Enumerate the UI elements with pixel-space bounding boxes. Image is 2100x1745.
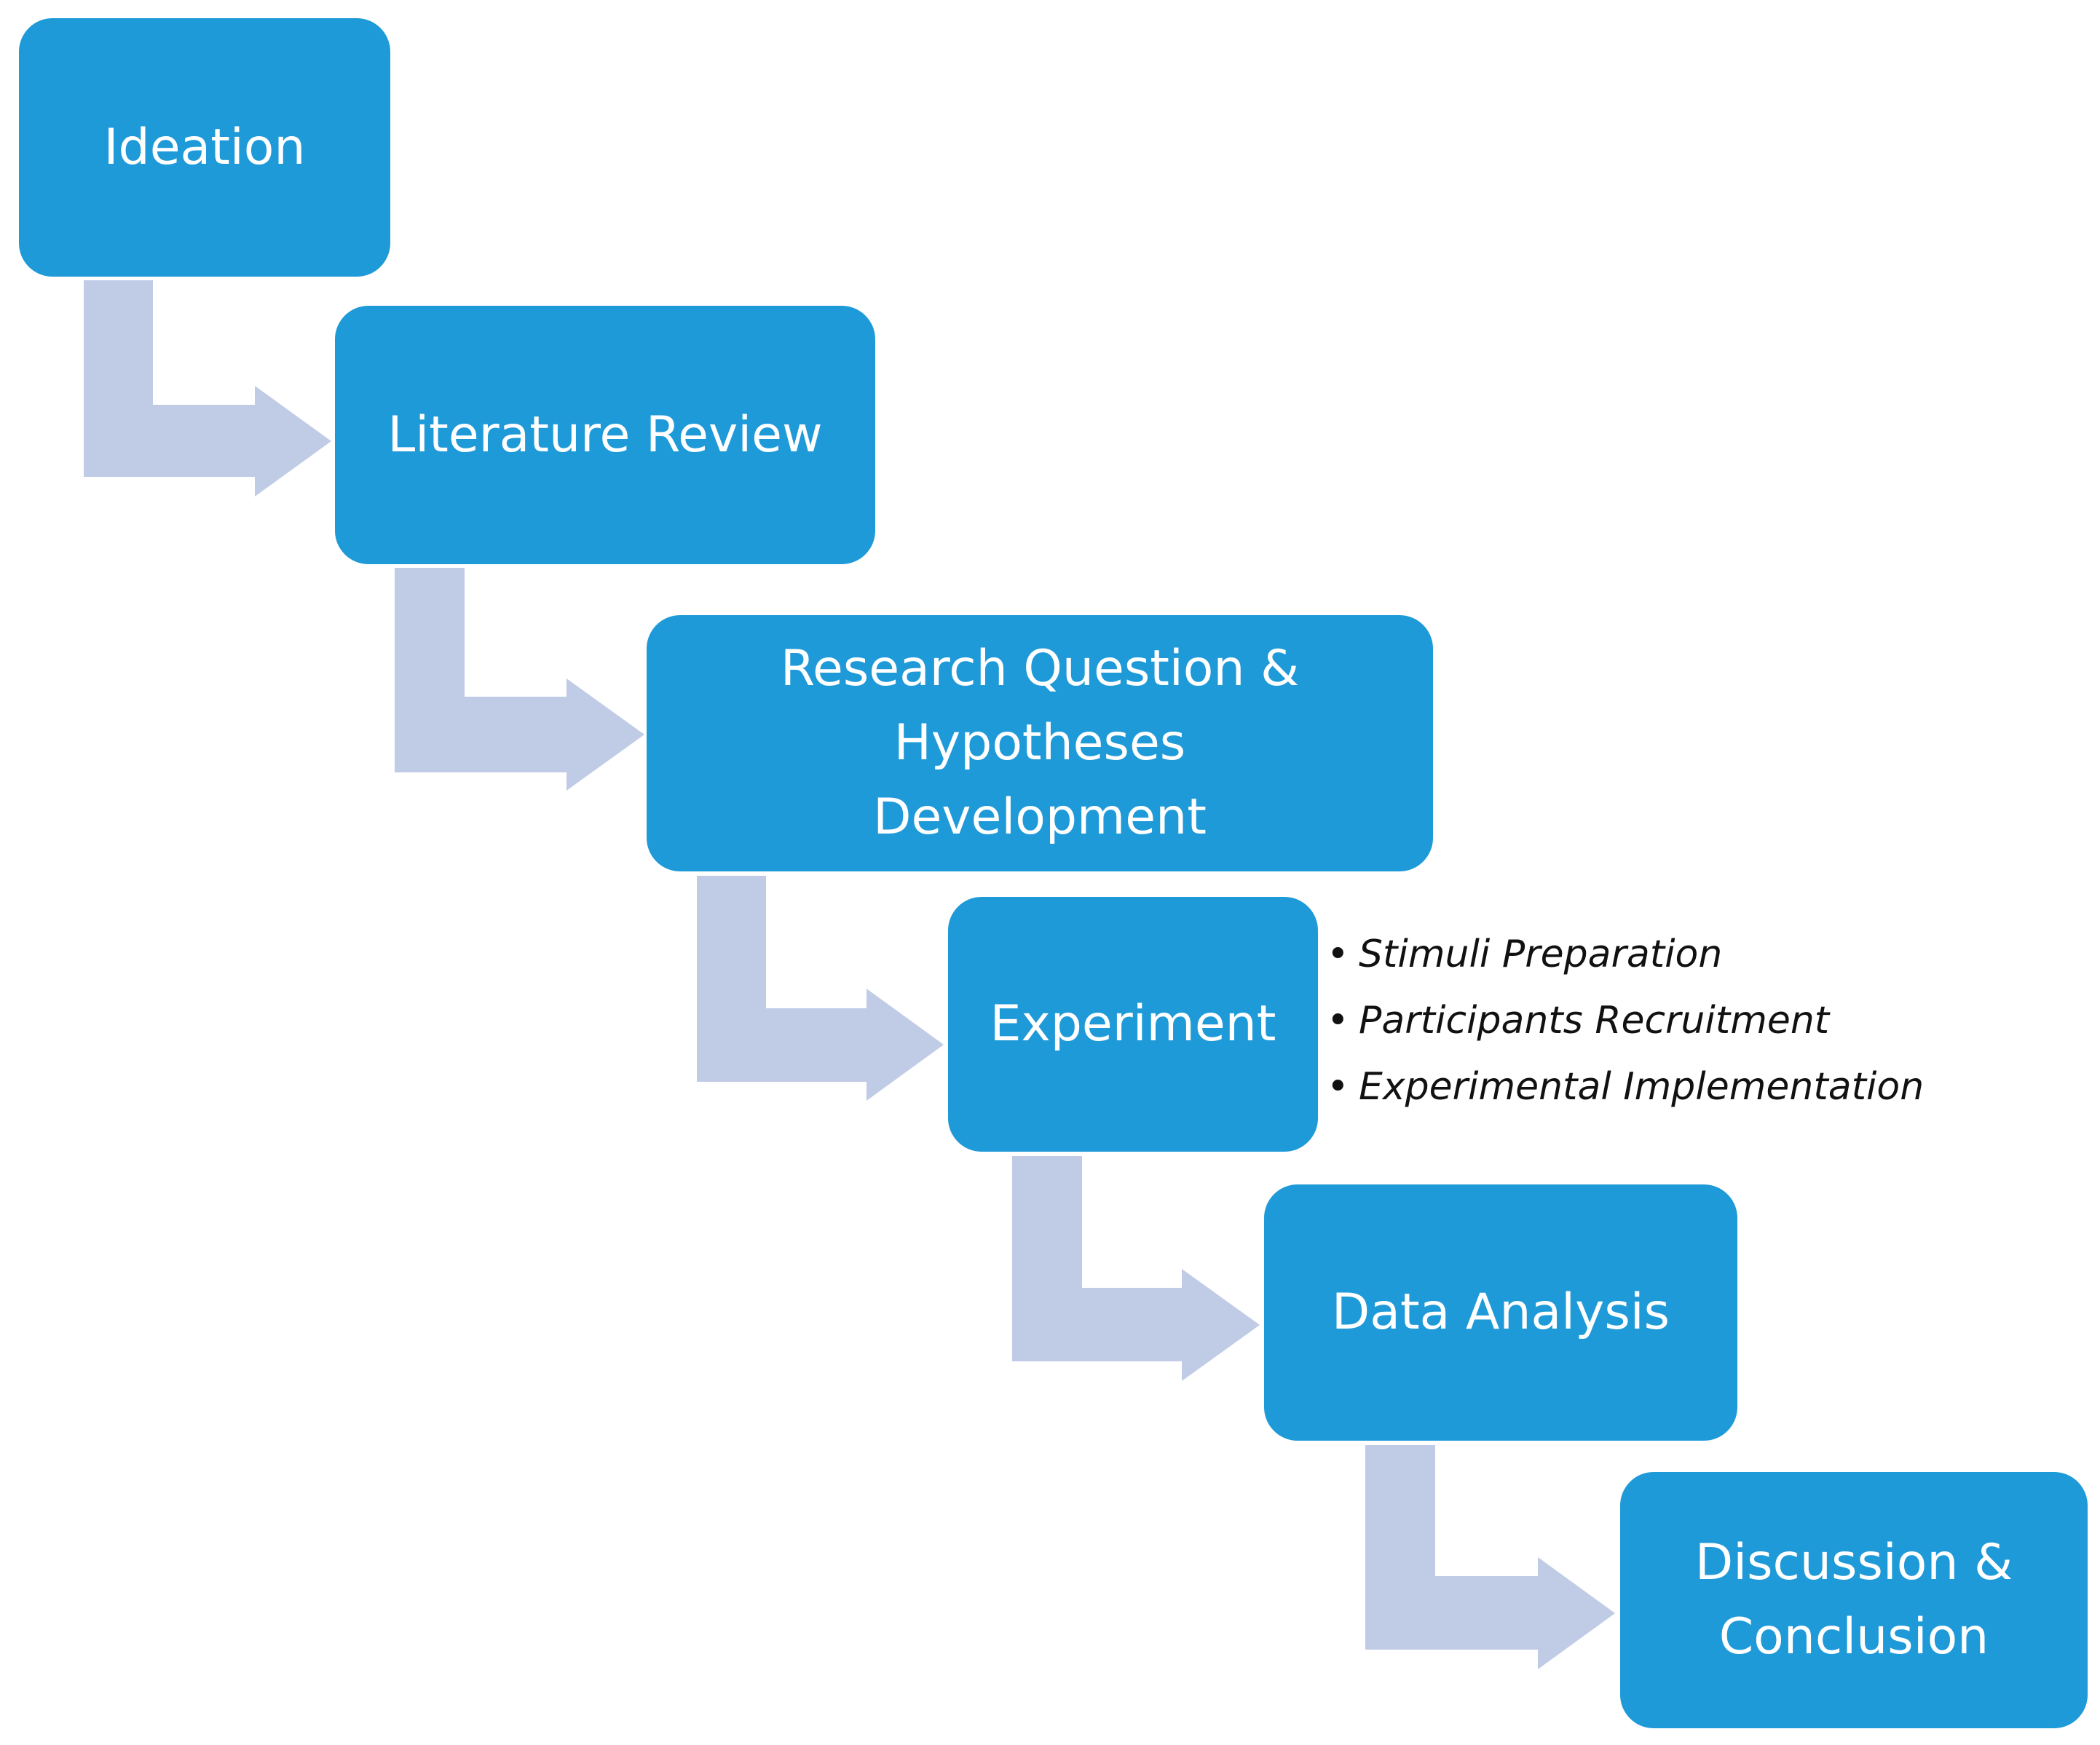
arrow-literature-review-to-research-question [395,568,644,791]
step-ideation: Ideation [19,18,390,277]
step-research-question: Research Question & Hypotheses Developme… [647,615,1433,871]
step-discussion-conclusion: Discussion & Conclusion [1620,1472,2088,1728]
step-data-analysis-label: Data Analysis [1331,1283,1670,1341]
step-discussion-conclusion-label: Discussion & Conclusion [1694,1534,2013,1666]
substep-experimental-implementation: Experimental Implementation [1327,1054,1924,1120]
step-research-question-label: Research Question & Hypotheses Developme… [780,640,1300,846]
step-experiment: Experiment [948,897,1318,1152]
experiment-substeps: Stimuli Preparation Participants Recruit… [1327,922,1924,1120]
substep-stimuli-preparation: Stimuli Preparation [1327,922,1924,988]
step-ideation-label: Ideation [103,118,306,176]
step-data-analysis: Data Analysis [1264,1184,1737,1441]
substep-participants-recruitment: Participants Recruitment [1327,988,1924,1054]
step-literature-review: Literature Review [335,306,875,564]
arrow-experiment-to-data-analysis [1012,1156,1260,1381]
step-experiment-label: Experiment [990,995,1276,1053]
arrow-data-analysis-to-discussion [1365,1445,1615,1669]
step-literature-review-label: Literature Review [387,405,823,464]
arrow-research-question-to-experiment [697,876,944,1101]
arrow-ideation-to-literature-review [84,280,331,496]
